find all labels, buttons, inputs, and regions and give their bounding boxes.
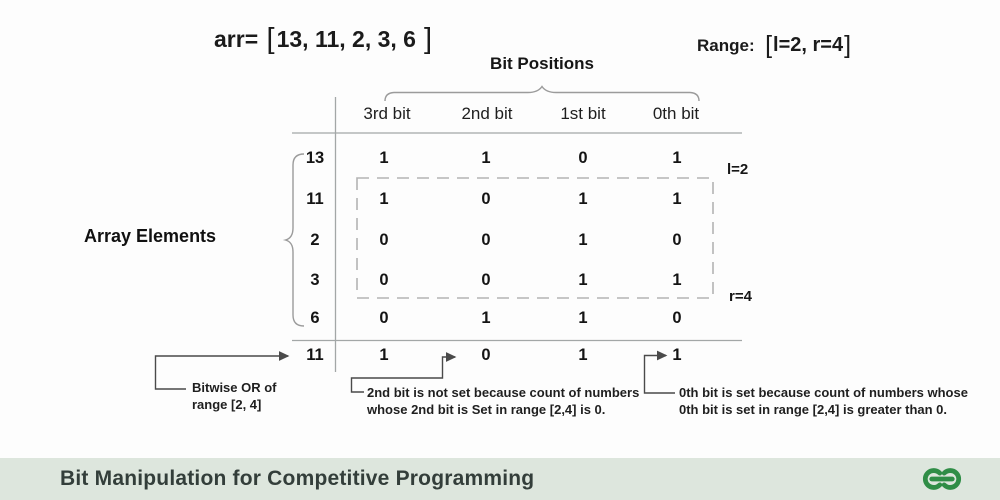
bit-cell: 1: [578, 190, 588, 208]
range-marker-r: r=4: [729, 288, 752, 305]
bit-cell: 1: [578, 271, 588, 289]
range-values: l=2, r=4: [773, 34, 844, 56]
second-bit-annotation: 2nd bit is not set because count of numb…: [367, 385, 639, 418]
logo-left-g: [923, 468, 943, 490]
bit-cell: 1: [672, 149, 682, 167]
annotation-line: 2nd bit is not set because count of numb…: [367, 385, 640, 400]
range-declaration: Range: [l=2, r=4]: [697, 31, 852, 59]
geeksforgeeks-logo-icon: [923, 468, 961, 490]
open-bracket: [: [266, 23, 275, 55]
bit-cell: 1: [578, 309, 588, 327]
array-elements-label: Array Elements: [84, 226, 217, 246]
bit-cell: 1: [672, 271, 682, 289]
bit-cell: 1: [379, 190, 389, 208]
bit-cell: 1: [672, 190, 682, 208]
close-bracket: ]: [423, 23, 433, 55]
result-bit-cell: 0: [481, 346, 491, 364]
bit-cell: 0: [672, 309, 682, 327]
close-bracket: ]: [844, 31, 852, 59]
annotation-line: 0th bit is set in range [2,4] is greater…: [679, 401, 948, 417]
result-bit-cell: 1: [379, 346, 389, 364]
result-bit-cell: 1: [672, 346, 682, 364]
range-marker-l: l=2: [727, 161, 749, 178]
annotation-line: 0th bit is set because count of numbers …: [679, 385, 968, 400]
bit-cell: 0: [672, 231, 682, 249]
bit-cell: 0: [379, 309, 389, 327]
result-bit-cell: 1: [578, 346, 588, 364]
result-row-label: 11: [306, 346, 324, 364]
bit-cell: 1: [481, 149, 491, 167]
array-declaration-label: arr=: [214, 26, 265, 52]
bit-cell: 1: [379, 149, 389, 167]
column-header-1st-bit: 1st bit: [560, 104, 606, 123]
column-header-0th-bit: 0th bit: [652, 104, 700, 123]
bit-cell: 0: [379, 271, 389, 289]
bit-cell: 0: [481, 190, 491, 208]
footer-bar: Bit Manipulation for Competitive Program…: [0, 458, 1000, 500]
annotation-line: Bitwise OR of: [192, 380, 277, 395]
bit-cell: 0: [481, 231, 491, 249]
annotation-line: whose 2nd bit is Set in range [2,4] is 0…: [367, 401, 606, 417]
bit-cell: 0: [379, 231, 389, 249]
bit-cell: 0: [481, 271, 491, 289]
row-label: 6: [310, 309, 320, 327]
annotation-line: range [2, 4]: [192, 396, 262, 412]
row-label: 13: [305, 149, 325, 167]
row-label: 11: [306, 190, 324, 208]
zeroth-bit-annotation: 0th bit is set because count of numbers …: [679, 385, 968, 418]
open-bracket: [: [765, 31, 773, 59]
column-header-3rd-bit: 3rd bit: [363, 104, 411, 123]
logo-right-g: [941, 468, 961, 490]
bit-cell: 1: [481, 309, 491, 327]
row-label: 2: [310, 231, 320, 249]
range-label: Range:: [697, 35, 765, 55]
bit-cell: 0: [578, 149, 588, 167]
array-declaration: arr= [13, 11, 2, 3, 6]: [214, 23, 434, 55]
footer-title: Bit Manipulation for Competitive Program…: [60, 467, 535, 490]
row-label: 3: [310, 271, 320, 289]
bit-positions-brace: [384, 85, 700, 102]
bit-cell: 1: [578, 231, 588, 249]
column-header-2nd-bit: 2nd bit: [461, 104, 513, 123]
array-values: 13, 11, 2, 3, 6: [276, 26, 416, 52]
bit-positions-caption: Bit Positions: [490, 54, 594, 73]
